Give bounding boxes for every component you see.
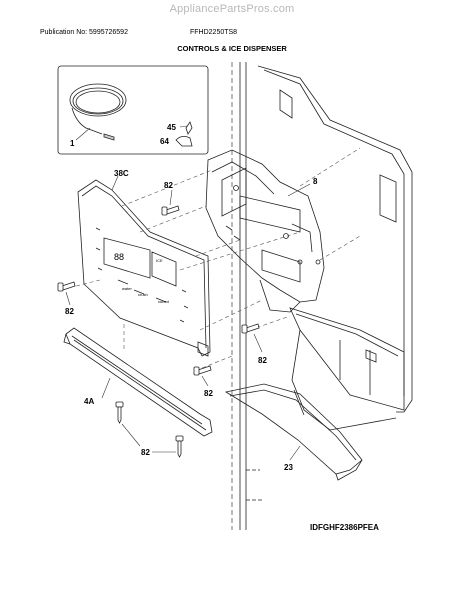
screw-bottom-a: [115, 401, 124, 424]
diagram-code: IDFGHF2386PFEA: [310, 523, 379, 532]
assembly-dashes: [75, 147, 361, 369]
screw-upper: [161, 205, 180, 216]
callout-dispenser-assembly: 8: [313, 177, 318, 186]
door-outline: [231, 62, 413, 530]
callout-screw-mid: 82: [204, 389, 213, 398]
trim-piece: [63, 327, 213, 437]
callout-clip-bracket: 64: [160, 137, 169, 146]
panel-ice-label: ICE: [156, 258, 163, 263]
callout-clip-small: 45: [167, 123, 176, 132]
callout-control-panel: 38C: [114, 169, 129, 178]
screw-bottom-b: [175, 435, 184, 458]
tube-inset: [57, 65, 209, 155]
control-panel: [77, 179, 211, 357]
model-number: FFHD2250TS8: [190, 29, 238, 36]
callout-drip-tray: 23: [284, 463, 293, 472]
screw-left: [57, 281, 76, 292]
publication-number: Publication No: 5995726592: [40, 29, 128, 36]
watermark: AppliancePartsPros.com: [169, 3, 295, 15]
screw-mid: [193, 365, 212, 376]
panel-display: 88: [114, 252, 124, 262]
dispenser-assembly: [205, 149, 325, 313]
callout-screw-left: 82: [65, 307, 74, 316]
screw-bottom-leaders: [121, 423, 176, 453]
callout-trim: 4A: [84, 397, 94, 406]
panel-crush-label: crush: [138, 292, 148, 297]
callout-screw-bottom: 82: [141, 448, 150, 457]
tube-leaders: [75, 125, 188, 141]
screw-right: [241, 323, 260, 334]
panel-cubed-label: cubed: [158, 299, 169, 304]
callout-screw-right: 82: [258, 356, 267, 365]
callout-tube: 1: [70, 139, 75, 148]
panel-water-label: water: [122, 286, 132, 291]
callout-screw-upper: 82: [164, 181, 173, 190]
section-title: CONTROLS & ICE DISPENSER: [177, 44, 287, 53]
drip-tray: [224, 383, 363, 481]
